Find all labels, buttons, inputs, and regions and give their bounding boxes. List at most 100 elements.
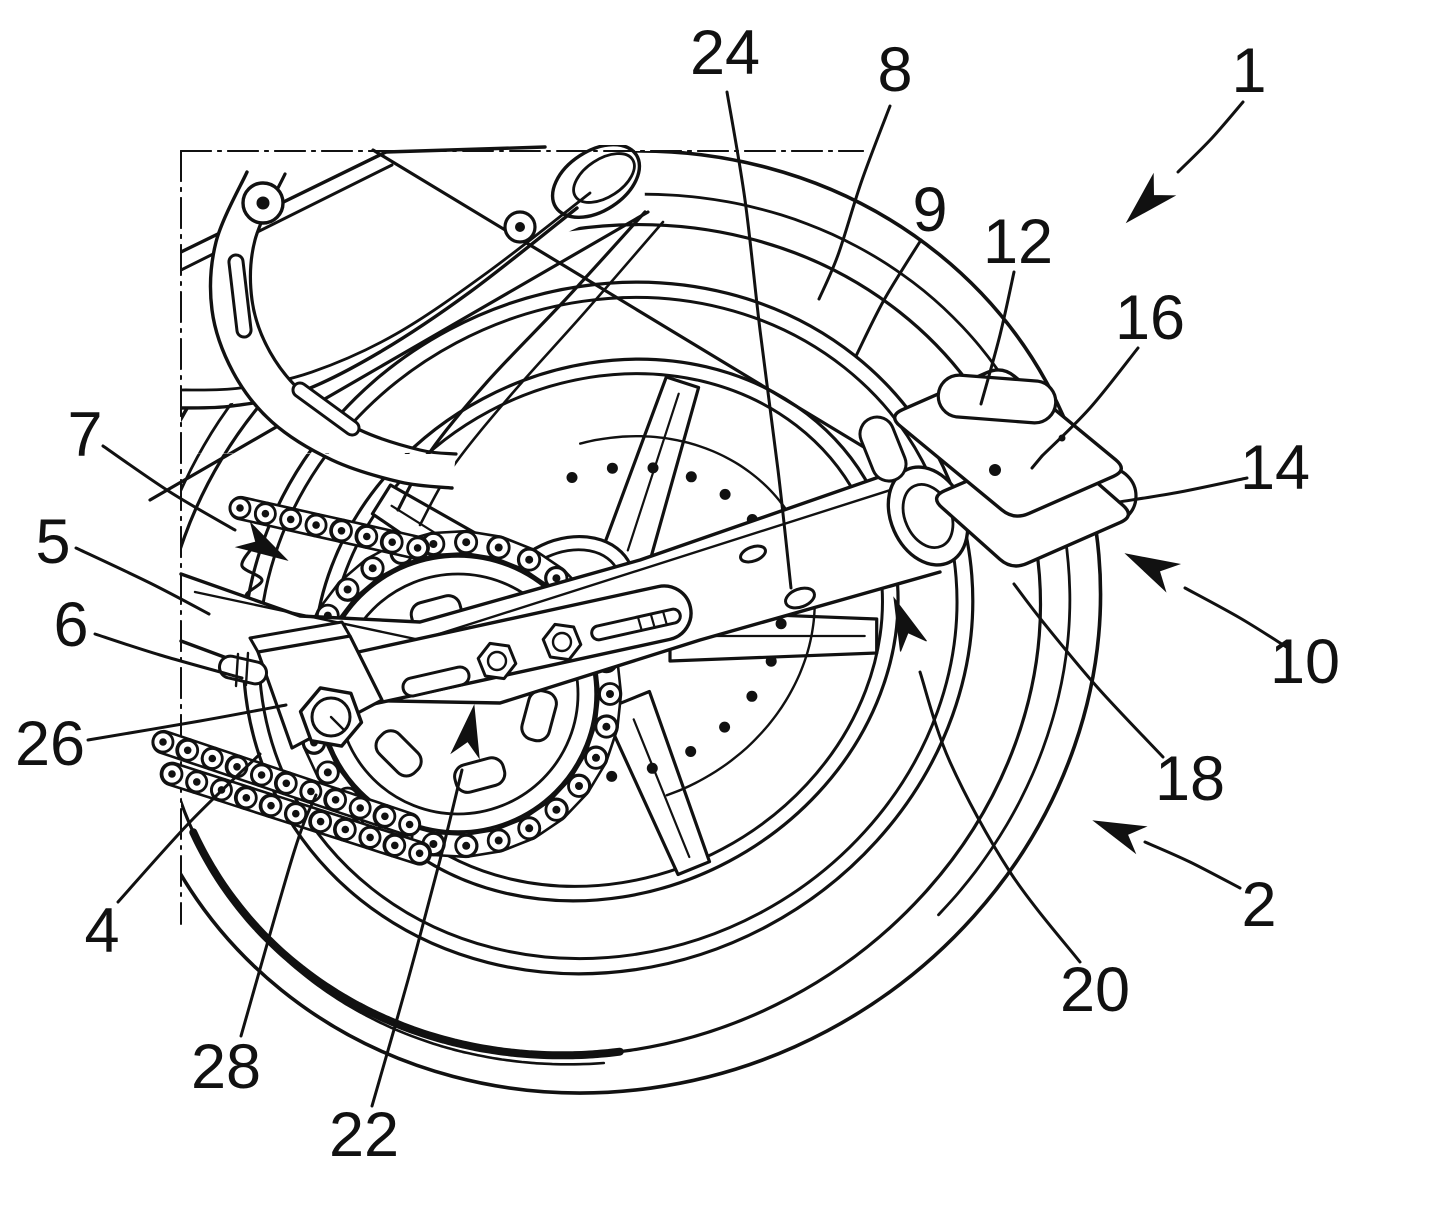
leader-line-9	[854, 238, 923, 358]
ref-label-1: 1	[1231, 36, 1266, 106]
chain-roller-pin-2	[602, 722, 611, 731]
chain-roller-pin-19	[343, 585, 352, 594]
chain-lower-run-bottom-roller-pin-8	[341, 825, 350, 834]
pinch-bolt	[218, 654, 268, 686]
bracket-strap-inner-edge	[248, 172, 458, 456]
sprocket-cutout-2	[453, 756, 507, 794]
adjuster-slot	[401, 665, 471, 698]
chain-lower-run-top-roller-pin-1	[159, 738, 167, 746]
frame-tube-cross	[148, 210, 650, 502]
swingarm-hole-large	[784, 586, 816, 610]
pinch-bolt-facet-2	[244, 651, 250, 687]
brake-disc-hole-12	[719, 721, 731, 733]
chain-lower-run-bottom-roller-pin-9	[366, 833, 374, 842]
brake-disc-hole-1	[566, 472, 578, 483]
adjuster-rod-thread-2	[649, 612, 656, 629]
axle-nut-bore	[310, 696, 352, 738]
tire-bead-thick-segment	[189, 828, 624, 1060]
chain-lower-run-top-roller-pin-4	[233, 763, 241, 771]
ref-label-9: 9	[912, 175, 947, 245]
swingarm-hole-small	[739, 544, 767, 564]
brake-disc-hole-9	[775, 618, 787, 630]
chain-roller-pin-25	[525, 555, 534, 564]
adjuster-bolt-1-face	[486, 650, 508, 672]
leader-line-20-tail	[918, 670, 1082, 964]
brake-disc-hole-14	[646, 762, 658, 774]
leader-line-12	[979, 270, 1016, 406]
axle-plate-cap	[936, 373, 1058, 425]
muffler-endcap-outer	[550, 145, 642, 219]
leader-line-16	[1040, 346, 1140, 458]
chain-upper-run-roller-pin-2	[261, 509, 270, 518]
wheel-spoke-3	[601, 689, 712, 877]
chain-roller-pin-3	[592, 753, 600, 762]
chain-roller-pin-1	[606, 690, 614, 698]
chain-roller-pin-23	[462, 538, 471, 547]
adjuster-bolt-2-face	[551, 631, 573, 653]
chain-lower-run-top-roller-pin-2	[183, 746, 192, 755]
chain-upper-run-roller-pin-5	[337, 527, 346, 535]
ref-label-2: 2	[1241, 870, 1276, 940]
ref-label-8: 8	[877, 35, 912, 105]
chain-roller-pin-9	[429, 840, 438, 848]
tire-bead-companion-line	[206, 857, 606, 1066]
ref-label-20: 20	[1060, 955, 1130, 1025]
ref-label-22: 22	[329, 1100, 399, 1170]
chain-roller-pin-6	[525, 824, 534, 833]
chain-roller-pin-22	[429, 540, 438, 548]
chain-lower-run-bottom-roller-pin-7	[316, 817, 325, 826]
leader-line-10-tail	[1183, 586, 1290, 650]
chain-roller-pin-26	[552, 574, 561, 583]
chain-lower-run-top-roller-pin-6	[282, 779, 291, 788]
chain-lower-run-top-roller-pin-8	[331, 796, 340, 804]
ref-label-26: 26	[15, 709, 85, 779]
swingarm-top-edge	[179, 466, 907, 624]
muffler-assembly	[181, 145, 665, 527]
frame-tube-diagonal	[371, 148, 907, 474]
chain-lower-run-bottom-roller-pin-2	[193, 778, 201, 786]
chain-lower-run-top-roller-pin-9	[356, 804, 365, 812]
chain-lower-run-top-roller-pin-11	[405, 820, 414, 829]
arrowhead-2	[1092, 820, 1148, 855]
ref-label-5: 5	[35, 507, 70, 577]
chain-lower-run-bottom-roller-pin-10	[391, 841, 399, 850]
sprocket-cutout-3	[374, 729, 423, 778]
chain-roller-pin-24	[494, 543, 503, 552]
muffler-bottom-edge	[181, 206, 579, 410]
ref-label-24: 24	[690, 18, 760, 88]
chain-roller-pin-20	[368, 564, 377, 573]
muffler-top-line	[384, 145, 547, 154]
adjuster-rod-thread-1	[636, 615, 643, 632]
bracket-bolt-upper-center	[256, 196, 270, 210]
leader-line-7	[101, 444, 237, 532]
sprocket-cutout-1	[520, 689, 558, 743]
arrowhead-1	[1125, 172, 1177, 224]
chain-roller-pin-5	[552, 805, 561, 814]
leader-line-18	[1012, 582, 1165, 759]
leader-line-14	[1117, 476, 1249, 504]
ref-label-4: 4	[84, 896, 119, 966]
bracket-strap-fill	[0, 172, 456, 488]
bracket-slot-upper	[227, 253, 253, 339]
arrowhead-22	[450, 704, 480, 760]
chain-upper-run-roller-pin-7	[388, 538, 397, 546]
chain-roller-pin-7	[494, 836, 503, 845]
ref-label-10: 10	[1270, 627, 1340, 697]
muffler-endcap-inner	[572, 152, 636, 204]
muffler-body-line	[181, 191, 592, 392]
chain-upper-run-roller-pin-4	[312, 521, 320, 529]
adjuster-block-front	[256, 634, 384, 750]
leader-line-28	[239, 793, 318, 1038]
leader-tick-16	[1030, 454, 1044, 470]
adjuster-bolt-2	[541, 622, 583, 662]
chain-lower-run-top-roller-pin-3	[208, 754, 217, 763]
brake-disc-hole-4	[685, 471, 697, 483]
chain-lower-run-top-roller-pin-7	[307, 787, 315, 796]
chain-lower-run-bottom-roller-pin-6	[292, 809, 300, 818]
leader-line-22-tail	[370, 768, 464, 1108]
bracket-strap-outer-edge	[208, 170, 454, 490]
axle-plate-hole	[989, 464, 1001, 476]
brake-disc-hole-15	[606, 770, 618, 782]
